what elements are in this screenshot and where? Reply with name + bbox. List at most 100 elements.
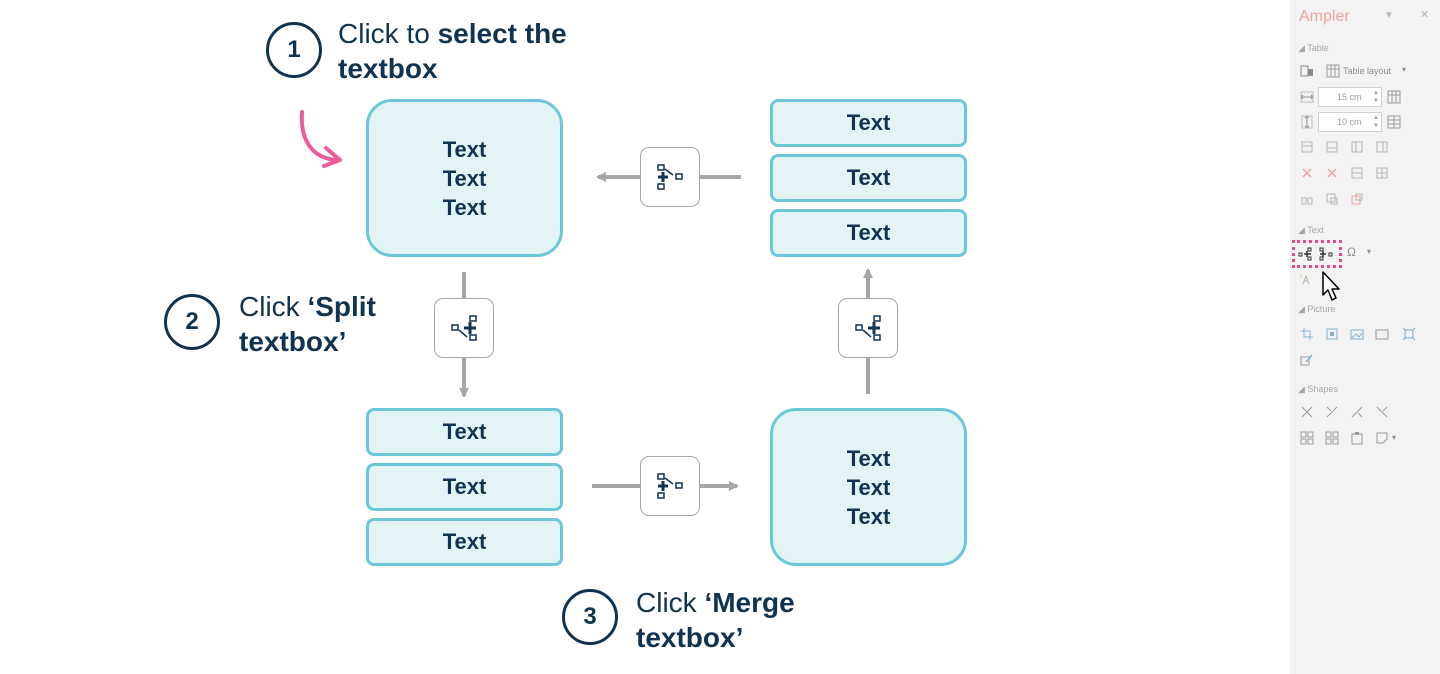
step-3-bold-1: ‘Merge [704, 587, 795, 618]
distribute-rows-icon[interactable] [1387, 115, 1401, 129]
section-picture-label: Picture [1307, 304, 1336, 314]
table-tool-icon[interactable] [1325, 192, 1339, 206]
step-1-prefix: Click to [338, 18, 438, 49]
height-spinner-icon[interactable]: ▲▼ [1373, 115, 1379, 129]
picture-frame-icon[interactable] [1375, 327, 1389, 341]
shape-grid-icon[interactable] [1300, 431, 1314, 445]
table-tool-icon[interactable] [1375, 140, 1389, 154]
shape-grid-icon[interactable] [1325, 431, 1339, 445]
picture-crop-icon[interactable] [1300, 327, 1314, 341]
symbol-dropdown-icon[interactable]: ▾ [1367, 247, 1372, 256]
curved-arrow-icon [299, 110, 338, 162]
mouse-pointer-icon [1322, 271, 1340, 301]
step-1-number: 1 [287, 36, 301, 63]
table-insert-icon[interactable] [1300, 64, 1314, 78]
shape-connector-icon[interactable] [1300, 405, 1314, 419]
step-2-number: 2 [185, 308, 199, 335]
row-height-value: 10 cm [1337, 117, 1362, 127]
column-width-icon [1300, 91, 1314, 103]
section-text-header[interactable]: ◢ Text [1298, 225, 1324, 235]
column-width-value: 15 cm [1337, 92, 1362, 102]
section-shapes-label: Shapes [1307, 384, 1338, 394]
merge-textbox-icon [657, 473, 683, 499]
step-2-bold-1: ‘Split [307, 291, 376, 322]
section-shapes-header[interactable]: ◢ Shapes [1298, 384, 1338, 394]
step-2-badge: 2 [164, 294, 220, 350]
textbox-line: Text [846, 445, 891, 471]
table-layout-icon[interactable] [1326, 64, 1340, 78]
merged-textbox-top[interactable]: Text Text Text [366, 99, 563, 257]
delete-column-icon[interactable] [1325, 166, 1339, 180]
column-width-input[interactable]: 15 cm ▲▼ [1318, 87, 1382, 107]
textbox-label: Text [442, 419, 487, 444]
symbol-omega-icon[interactable]: Ω [1347, 245, 1356, 259]
shape-dropdown-icon[interactable]: ▾ [1392, 433, 1397, 442]
shape-connector-icon[interactable] [1350, 405, 1364, 419]
textbox-label: Text [846, 110, 891, 135]
table-tool-icon[interactable] [1300, 192, 1314, 206]
textbox-line: Text [846, 503, 891, 529]
row-height-icon [1301, 115, 1313, 129]
highlight-split-merge-buttons [1292, 240, 1342, 268]
merge-textbox-icon [657, 164, 683, 190]
split-textbox-bottom-3[interactable]: Text [366, 518, 563, 566]
table-tool-icon[interactable] [1325, 140, 1339, 154]
picture-resize-icon[interactable] [1402, 327, 1416, 341]
step-1-badge: 1 [266, 22, 322, 78]
distribute-columns-icon[interactable] [1387, 90, 1401, 104]
picture-fill-icon[interactable] [1325, 327, 1339, 341]
split-textbox-top-3[interactable]: Text [770, 209, 967, 257]
tutorial-diagram: 1 Click to select the textbox 2 Click ‘S… [164, 16, 967, 655]
split-textbox-bottom-1[interactable]: Text [366, 408, 563, 456]
shape-connector-icon[interactable] [1375, 405, 1389, 419]
text-format-icon[interactable] [1300, 273, 1314, 287]
shape-note-icon[interactable] [1375, 431, 1389, 445]
merge-textbox-icon[interactable] [1319, 247, 1333, 261]
split-button-left[interactable] [434, 298, 494, 358]
table-tool-icon[interactable] [1350, 192, 1364, 206]
delete-row-icon[interactable] [1300, 166, 1314, 180]
section-table-header[interactable]: ◢ Table [1298, 43, 1329, 53]
shape-connector-icon[interactable] [1325, 405, 1339, 419]
width-spinner-icon[interactable]: ▲▼ [1373, 90, 1379, 104]
split-textbox-icon[interactable] [1298, 247, 1312, 261]
table-tool-icon[interactable] [1375, 166, 1389, 180]
picture-edit-icon[interactable] [1300, 353, 1314, 367]
table-layout-label[interactable]: Table layout [1343, 66, 1392, 76]
table-tool-icon[interactable] [1300, 140, 1314, 154]
textbox-label: Text [846, 165, 891, 190]
split-textbox-icon [855, 315, 881, 341]
step-1-bold-2: textbox [338, 53, 438, 84]
textbox-line: Text [442, 165, 487, 191]
textbox-label: Text [442, 529, 487, 554]
step-3-instruction: Click ‘Merge textbox’ [636, 585, 795, 655]
section-picture-header[interactable]: ◢ Picture [1298, 304, 1336, 314]
table-layout-dropdown-icon[interactable]: ▾ [1402, 65, 1407, 74]
textbox-label: Text [442, 474, 487, 499]
table-tool-icon[interactable] [1350, 166, 1364, 180]
row-height-input[interactable]: 10 cm ▲▼ [1318, 112, 1382, 132]
shape-paste-icon[interactable] [1350, 431, 1364, 445]
split-textbox-top-1[interactable]: Text [770, 99, 967, 147]
step-3-badge: 3 [562, 589, 618, 645]
textbox-line: Text [846, 474, 891, 500]
split-textbox-bottom-2[interactable]: Text [366, 463, 563, 511]
textbox-line: Text [442, 136, 487, 162]
close-icon[interactable]: ✕ [1420, 9, 1430, 21]
split-textbox-top-2[interactable]: Text [770, 154, 967, 202]
merge-button-top[interactable] [640, 147, 700, 207]
split-button-right[interactable] [838, 298, 898, 358]
step-3-number: 3 [583, 603, 597, 630]
ampler-panel: Ampler ▾ ✕ ◢ Table Table layout ▾ 15 cm … [1290, 0, 1440, 674]
table-tool-icon[interactable] [1350, 140, 1364, 154]
merge-button-bottom[interactable] [640, 456, 700, 516]
panel-menu-chevron-icon[interactable]: ▾ [1386, 9, 1392, 21]
textbox-label: Text [846, 220, 891, 245]
step-1-instruction: Click to select the textbox [338, 16, 567, 86]
merged-textbox-bottom[interactable]: Text Text Text [770, 408, 967, 566]
step-2-bold-2: textbox’ [239, 326, 347, 357]
step-3-bold-2: textbox’ [636, 622, 744, 653]
step-3-prefix: Click [636, 587, 705, 618]
step-2-prefix: Click [239, 291, 308, 322]
picture-image-icon[interactable] [1350, 327, 1364, 341]
